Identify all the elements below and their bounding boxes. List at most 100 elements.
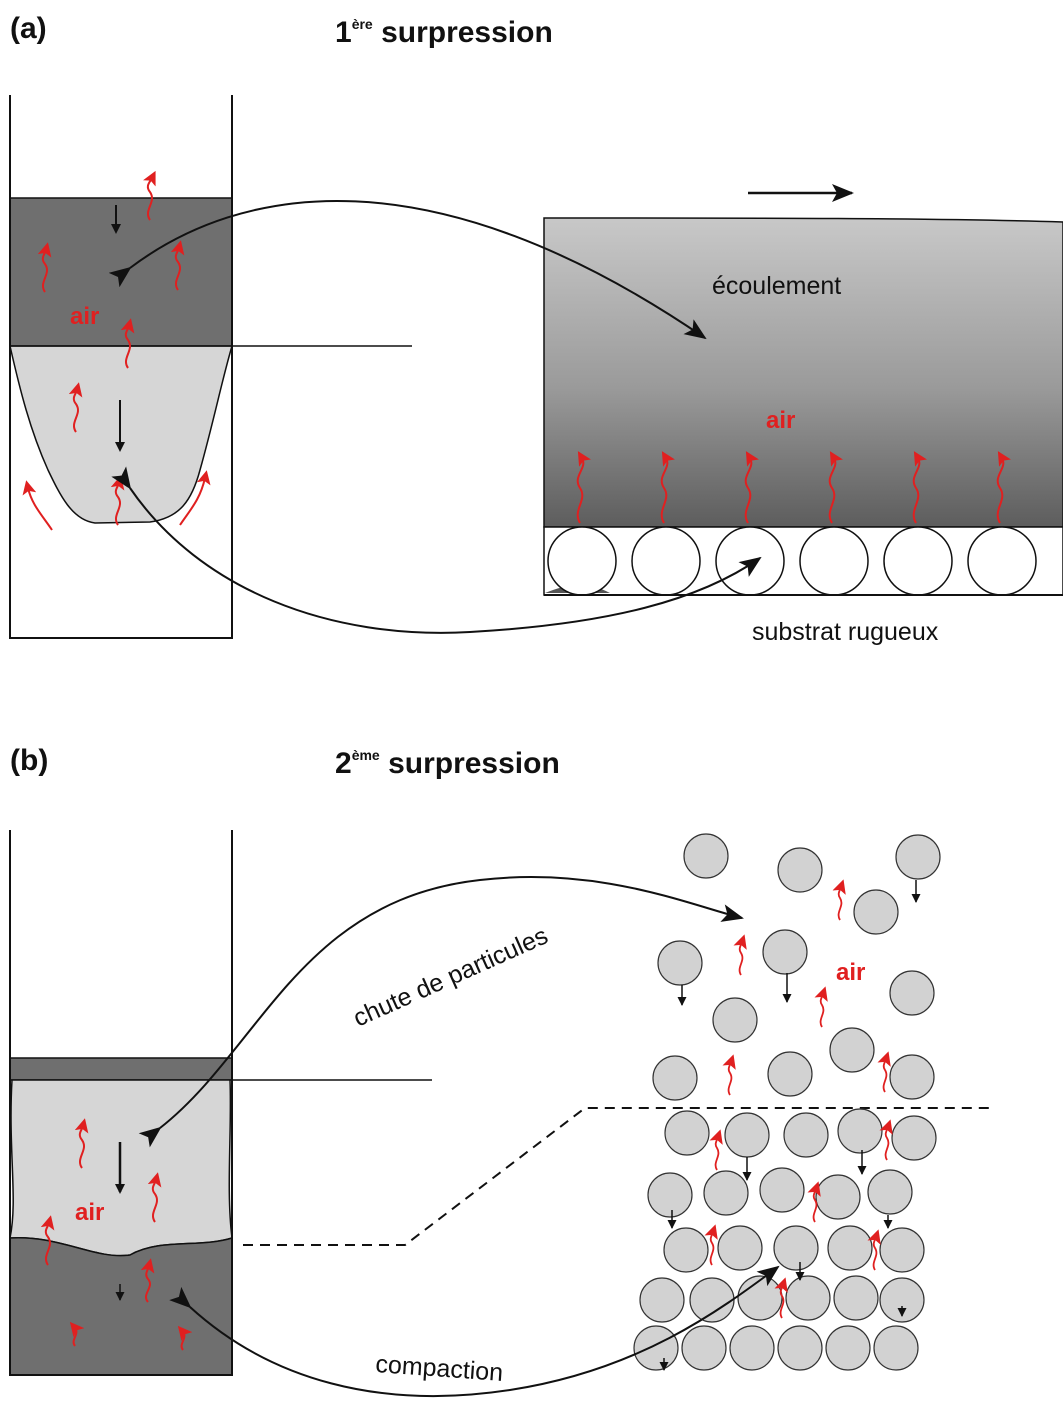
flow-block — [543, 184, 1063, 528]
particle — [785, 1275, 831, 1321]
substrate-grain — [547, 526, 617, 596]
air-arrow — [709, 1129, 723, 1171]
particle — [783, 1112, 829, 1158]
connector-arrow-substrate — [111, 466, 762, 634]
air-arrow — [147, 1172, 162, 1223]
particle — [867, 1169, 913, 1215]
air-arrow — [69, 1321, 85, 1347]
connector-arrow-flow — [108, 199, 707, 340]
air-arrow — [140, 1258, 155, 1303]
air-escape-arrow — [828, 451, 844, 524]
substrate — [543, 526, 1063, 596]
dark-plug-b — [9, 1236, 233, 1376]
panel-b-title: 2ème surpression — [335, 747, 560, 780]
dark-plug-a — [10, 198, 232, 346]
particles — [633, 833, 941, 1371]
air-arrow — [774, 1277, 788, 1319]
air-arrow — [22, 480, 53, 531]
air-arrow — [37, 242, 52, 293]
air-arrow — [704, 1224, 718, 1266]
particle — [825, 1325, 871, 1371]
panel-a-label: (a) — [10, 12, 47, 45]
particle — [657, 940, 703, 986]
connector-arrow-falling — [138, 876, 744, 1148]
particle — [759, 1167, 805, 1213]
particle — [873, 1325, 919, 1371]
flow-label: écoulement — [712, 272, 841, 300]
particle — [652, 1055, 698, 1101]
particle — [853, 889, 899, 935]
particle — [712, 997, 758, 1043]
particle — [681, 1325, 727, 1371]
air-arrow — [814, 986, 828, 1028]
particle — [767, 1051, 813, 1097]
air-arrows-tube-b — [40, 1118, 193, 1351]
substrate-label: substrat rugueux — [752, 618, 939, 646]
particle — [837, 1108, 883, 1154]
tube-b — [9, 830, 432, 1376]
substrate-grain — [883, 526, 953, 596]
air-arrow — [807, 1181, 821, 1223]
particle — [829, 1027, 875, 1073]
air-escape-arrow — [912, 451, 928, 524]
particle — [762, 929, 808, 975]
particle — [689, 1277, 735, 1323]
particle — [703, 1170, 749, 1216]
air-arrow — [733, 934, 747, 976]
air-arrow — [877, 1051, 891, 1093]
particle — [777, 847, 823, 893]
particle — [683, 833, 729, 879]
top-cap-b — [9, 1057, 233, 1081]
tube-a — [9, 95, 412, 639]
air-arrow — [177, 1325, 193, 1351]
particle — [639, 1277, 685, 1323]
compaction-label: compaction — [375, 1350, 505, 1387]
particle — [773, 1225, 819, 1271]
particle — [833, 1275, 879, 1321]
substrate-grain — [715, 526, 785, 596]
air-arrow — [40, 1215, 55, 1266]
air-label-flow: air — [766, 407, 795, 434]
particle — [737, 1275, 783, 1321]
falling-particles-label: chute de particules — [349, 922, 552, 1033]
air-arrow — [143, 170, 156, 221]
air-label-particles: air — [836, 959, 865, 986]
flow-body — [543, 217, 1063, 528]
connector-arrow-compaction — [169, 1265, 780, 1398]
particle — [729, 1325, 775, 1371]
substrate-grain — [799, 526, 869, 596]
particle — [647, 1172, 693, 1218]
air-label-tube-b: air — [75, 1199, 104, 1226]
particle — [777, 1325, 823, 1371]
air-arrow — [879, 1119, 893, 1161]
air-label-tube-a: air — [70, 303, 99, 330]
air-arrow — [867, 1229, 881, 1271]
particle — [664, 1110, 710, 1156]
particle — [633, 1325, 679, 1371]
air-escape-arrow — [996, 451, 1012, 524]
particle — [827, 1225, 873, 1271]
particle — [895, 834, 941, 880]
interface-dashed-line — [243, 1107, 990, 1246]
air-arrow — [832, 879, 846, 921]
particle — [879, 1227, 925, 1273]
air-arrow — [68, 382, 83, 433]
particle — [717, 1225, 763, 1271]
particle — [889, 1054, 935, 1100]
particle — [891, 1115, 937, 1161]
particle — [663, 1227, 709, 1273]
substrate-grain — [631, 526, 701, 596]
particle — [879, 1277, 925, 1323]
particle — [724, 1112, 770, 1158]
air-arrow — [722, 1054, 736, 1096]
particle-motion-arrows — [659, 880, 921, 1371]
tube-wall-a — [9, 95, 233, 639]
air-arrow — [74, 1118, 89, 1169]
substrate-grain — [967, 526, 1037, 596]
particle — [815, 1174, 861, 1220]
particle — [889, 970, 935, 1016]
panel-a-title: 1ère surpression — [335, 16, 553, 49]
panel-b-label: (b) — [10, 744, 48, 777]
